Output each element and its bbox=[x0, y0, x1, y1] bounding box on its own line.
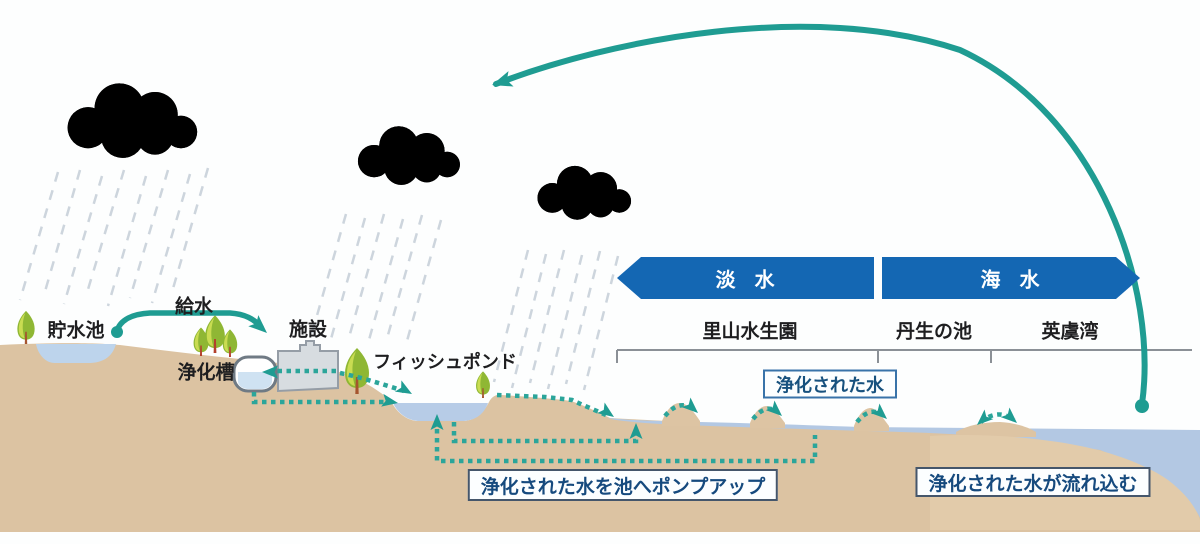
purified-water-callout: 浄化された水 bbox=[763, 369, 897, 399]
facility-building-icon bbox=[277, 340, 339, 393]
pump-up-callout: 浄化された水を池へポンプアップ bbox=[467, 469, 779, 501]
reservoir-label: 貯水池 bbox=[47, 319, 105, 342]
freshwater-banner bbox=[617, 257, 874, 299]
zone-bracket bbox=[616, 349, 1192, 363]
freshwater-banner-label: 淡 水 bbox=[715, 267, 781, 292]
zone-ago-bay-label: 英虞湾 bbox=[1041, 320, 1099, 343]
zone-satoyama-label: 里山水生園 bbox=[702, 320, 798, 343]
fish-pond-label: フィッシュポンド bbox=[373, 352, 517, 373]
water-supply-label: 給水 bbox=[174, 295, 214, 318]
purified-water-flow-lines bbox=[251, 365, 1022, 464]
boundary-mound bbox=[956, 422, 1036, 437]
water-supply-arrow bbox=[111, 310, 273, 339]
purification-tank-icon bbox=[232, 355, 278, 393]
fish-pond-water bbox=[393, 403, 488, 421]
seawater-banner-label: 海 水 bbox=[980, 267, 1046, 292]
facility-label: 施設 bbox=[288, 318, 328, 341]
rain-lines bbox=[308, 213, 443, 349]
reservoir-water bbox=[36, 344, 116, 363]
purification-tank-label: 浄化槽 bbox=[177, 361, 235, 384]
flow-in-callout: 浄化された水が流れ込む bbox=[915, 467, 1151, 497]
seawater-banner bbox=[882, 257, 1140, 299]
rain-lines bbox=[492, 249, 620, 391]
zone-nyu-pond-label: 丹生の池 bbox=[895, 320, 973, 343]
rain-lines bbox=[18, 167, 210, 307]
water-type-banner bbox=[617, 257, 1140, 299]
